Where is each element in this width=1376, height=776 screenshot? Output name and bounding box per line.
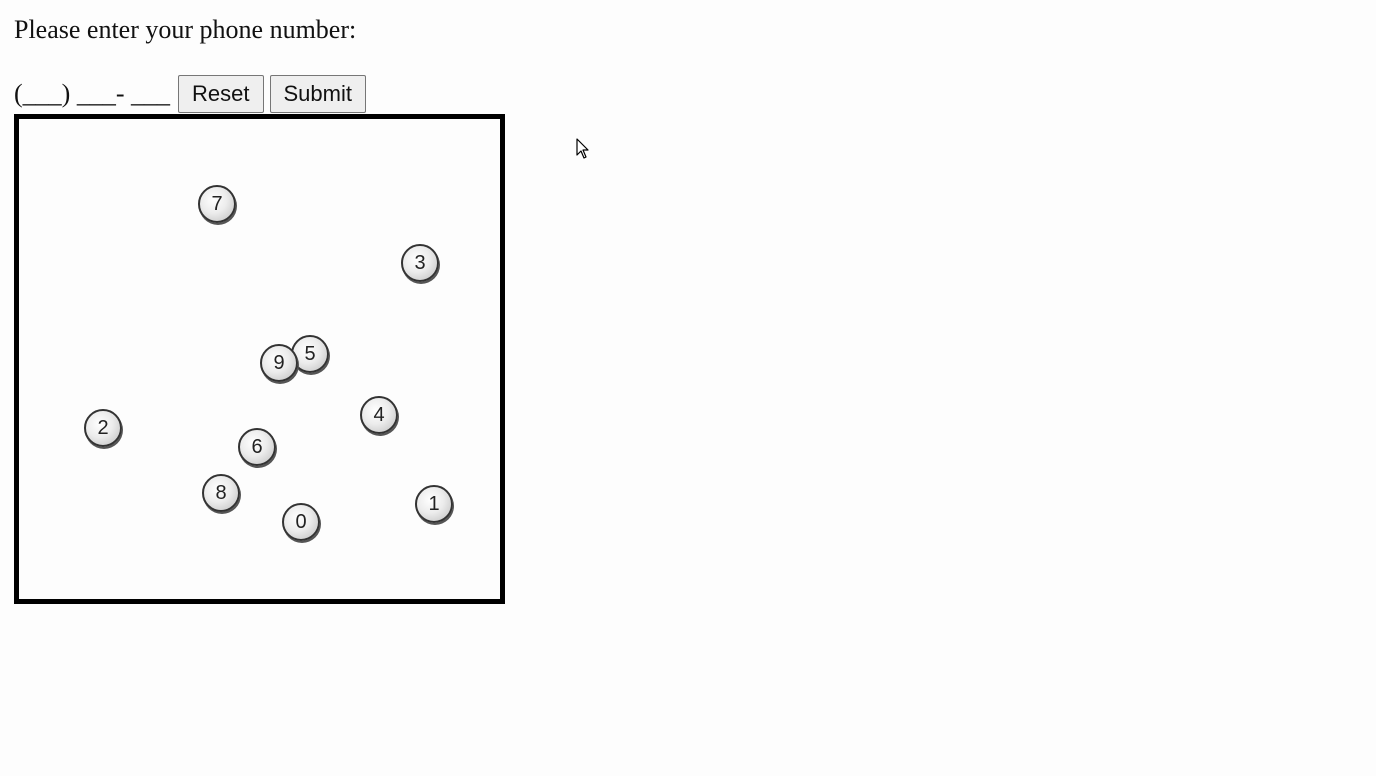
area-code-blank: ___ (22, 79, 62, 108)
digit-ball-4[interactable]: 4 (360, 396, 398, 434)
submit-button[interactable]: Submit (269, 75, 366, 113)
reset-button[interactable]: Reset (178, 75, 264, 113)
digit-ball-2[interactable]: 2 (84, 409, 122, 447)
digit-ball-1[interactable]: 1 (415, 485, 453, 523)
open-paren: ( (14, 79, 23, 108)
dash: - (115, 79, 125, 108)
close-paren: ) (61, 79, 71, 108)
arrow-cursor-icon (576, 138, 589, 159)
digit-board: 7 3 5 9 4 2 6 8 1 0 (14, 114, 505, 604)
phone-number-row: ( ___ ) ___ - ___ Reset Submit (14, 75, 366, 113)
digit-ball-3[interactable]: 3 (401, 244, 439, 282)
digit-ball-8[interactable]: 8 (202, 474, 240, 512)
prefix-blank: ___ (76, 79, 116, 108)
prompt-text: Please enter your phone number: (14, 15, 357, 44)
line-number-blank: ___ (131, 79, 171, 108)
digit-ball-9[interactable]: 9 (260, 344, 298, 382)
digit-ball-0[interactable]: 0 (282, 503, 320, 541)
digit-ball-7[interactable]: 7 (198, 185, 236, 223)
digit-ball-6[interactable]: 6 (238, 428, 276, 466)
